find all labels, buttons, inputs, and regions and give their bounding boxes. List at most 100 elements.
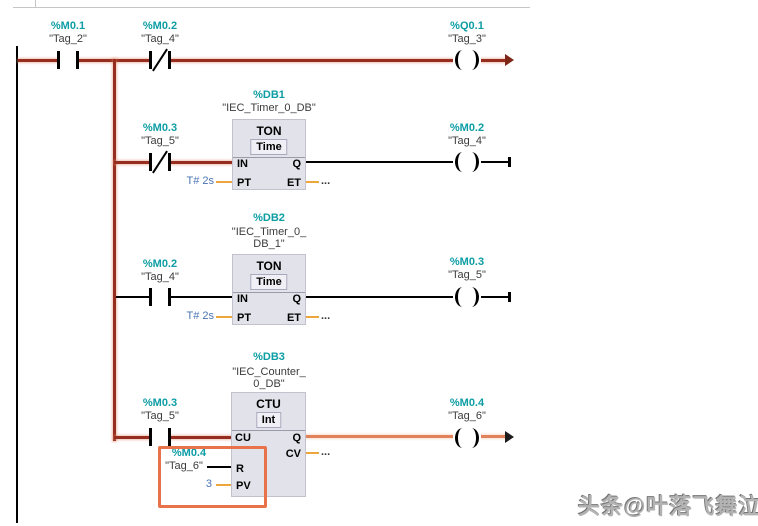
nc-contact-icon[interactable]: [149, 150, 171, 174]
operand-tag[interactable]: "Tag_4": [448, 135, 486, 147]
ton-timer-block[interactable]: TON Time IN PT Q ET: [232, 254, 306, 325]
port-pv[interactable]: PV: [236, 480, 251, 492]
db-name[interactable]: "IEC_Timer_0_: [231, 226, 307, 238]
operand-tag[interactable]: "Tag_4": [141, 271, 179, 283]
operand-tag[interactable]: "Tag_5": [141, 410, 179, 422]
port-cu[interactable]: CU: [235, 432, 251, 444]
rung4-in-wire: [114, 436, 232, 439]
et-unassigned[interactable]: ...: [321, 175, 331, 187]
port-q[interactable]: Q: [292, 293, 301, 305]
operand-address[interactable]: %M0.2: [142, 20, 178, 32]
block-title: TON: [256, 259, 282, 273]
et-stub-wire: [306, 316, 319, 318]
db-name[interactable]: DB_1": [253, 238, 285, 250]
operand-address[interactable]: %Q0.1: [450, 20, 484, 32]
db-name[interactable]: "IEC_Counter_: [232, 366, 306, 378]
pv-constant[interactable]: 3: [205, 478, 212, 490]
power-rail: [16, 46, 18, 523]
no-contact-icon[interactable]: [149, 288, 171, 306]
contact-bar: [168, 428, 171, 446]
port-pt[interactable]: PT: [237, 177, 252, 189]
output-coil-icon[interactable]: [453, 428, 481, 448]
contact-bar: [168, 51, 171, 69]
block-title: TON: [256, 124, 282, 138]
port-cv[interactable]: CV: [285, 448, 301, 460]
db-name[interactable]: 0_DB": [253, 378, 285, 390]
rung1-end-arrow-icon: [505, 54, 514, 66]
operand-address[interactable]: %M0.3: [142, 122, 178, 134]
coil-paren: [470, 287, 479, 307]
contact-bar: [149, 51, 152, 69]
contact-bar: [149, 428, 152, 446]
operand-address[interactable]: %M0.4: [449, 397, 485, 409]
block-datatype[interactable]: Int: [255, 412, 282, 428]
pv-stub-wire: [216, 484, 231, 486]
port-et[interactable]: ET: [286, 177, 301, 189]
rung3-in-wire: [116, 296, 232, 298]
operand-tag[interactable]: "Tag_4": [141, 33, 179, 45]
coil-paren: [455, 152, 464, 172]
operand-address[interactable]: %M0.2: [142, 258, 178, 270]
operand-tag[interactable]: "Tag_5": [448, 269, 486, 281]
pt-stub-wire: [216, 181, 232, 183]
port-et[interactable]: ET: [286, 312, 301, 324]
contact-bar: [168, 288, 171, 306]
pt-stub-wire: [216, 316, 232, 318]
nc-contact-icon[interactable]: [149, 48, 171, 72]
contact-bar: [149, 288, 152, 306]
operand-address[interactable]: %M0.3: [449, 256, 485, 268]
operand-tag[interactable]: "Tag_6": [448, 410, 486, 422]
port-q[interactable]: Q: [292, 432, 301, 444]
rung1-wire: [18, 59, 508, 62]
coil-paren: [470, 428, 479, 448]
db-address[interactable]: %DB1: [253, 89, 285, 101]
operand-tag[interactable]: "Tag_5": [141, 135, 179, 147]
operand-address[interactable]: %M0.4: [171, 447, 207, 459]
block-separator: [232, 430, 305, 431]
contact-bar: [149, 153, 152, 171]
ctu-counter-block[interactable]: CTU Int CU Q CV R PV: [231, 392, 306, 497]
rung2-end-tick: [508, 157, 511, 167]
et-unassigned[interactable]: ...: [321, 310, 331, 322]
selection-highlight-rect: [158, 446, 267, 508]
block-separator: [233, 292, 305, 293]
port-in[interactable]: IN: [237, 293, 248, 305]
rung2-out-wire: [306, 161, 511, 163]
cv-stub-wire: [306, 452, 319, 454]
nc-slash: [152, 150, 168, 174]
port-q[interactable]: Q: [292, 158, 301, 170]
rung4-out-wire: [306, 435, 508, 438]
operand-tag[interactable]: "Tag_2": [49, 33, 87, 45]
et-stub-wire: [306, 181, 319, 183]
port-pt[interactable]: PT: [237, 312, 252, 324]
output-coil-icon[interactable]: [453, 287, 481, 307]
operand-tag[interactable]: "Tag_6": [165, 460, 203, 472]
top-divider-tick: [35, 0, 36, 8]
rung4-end-arrow-icon: [505, 431, 514, 443]
block-title: CTU: [256, 397, 281, 411]
output-coil-icon[interactable]: [453, 50, 481, 70]
ton-timer-block[interactable]: TON Time IN PT Q ET: [232, 119, 306, 190]
operand-tag[interactable]: "Tag_3": [448, 33, 486, 45]
coil-paren: [455, 287, 464, 307]
pt-constant[interactable]: T# 2s: [186, 175, 214, 187]
contact-bar: [76, 51, 79, 69]
coil-paren: [455, 428, 464, 448]
db-address[interactable]: %DB2: [253, 212, 285, 224]
pt-constant[interactable]: T# 2s: [186, 310, 214, 322]
db-name[interactable]: "IEC_Timer_0_DB": [222, 102, 316, 114]
output-coil-icon[interactable]: [453, 152, 481, 172]
port-in[interactable]: IN: [237, 158, 248, 170]
port-r[interactable]: R: [236, 463, 244, 475]
cv-unassigned[interactable]: ...: [321, 446, 331, 458]
contact-bar: [168, 153, 171, 171]
no-contact-icon[interactable]: [57, 51, 79, 69]
operand-address[interactable]: %M0.2: [449, 122, 485, 134]
block-datatype[interactable]: Time: [250, 274, 288, 290]
nc-slash: [152, 48, 168, 72]
db-address[interactable]: %DB3: [253, 351, 285, 363]
operand-address[interactable]: %M0.1: [50, 20, 86, 32]
operand-address[interactable]: %M0.3: [142, 397, 178, 409]
no-contact-icon[interactable]: [149, 428, 171, 446]
block-datatype[interactable]: Time: [250, 139, 288, 155]
